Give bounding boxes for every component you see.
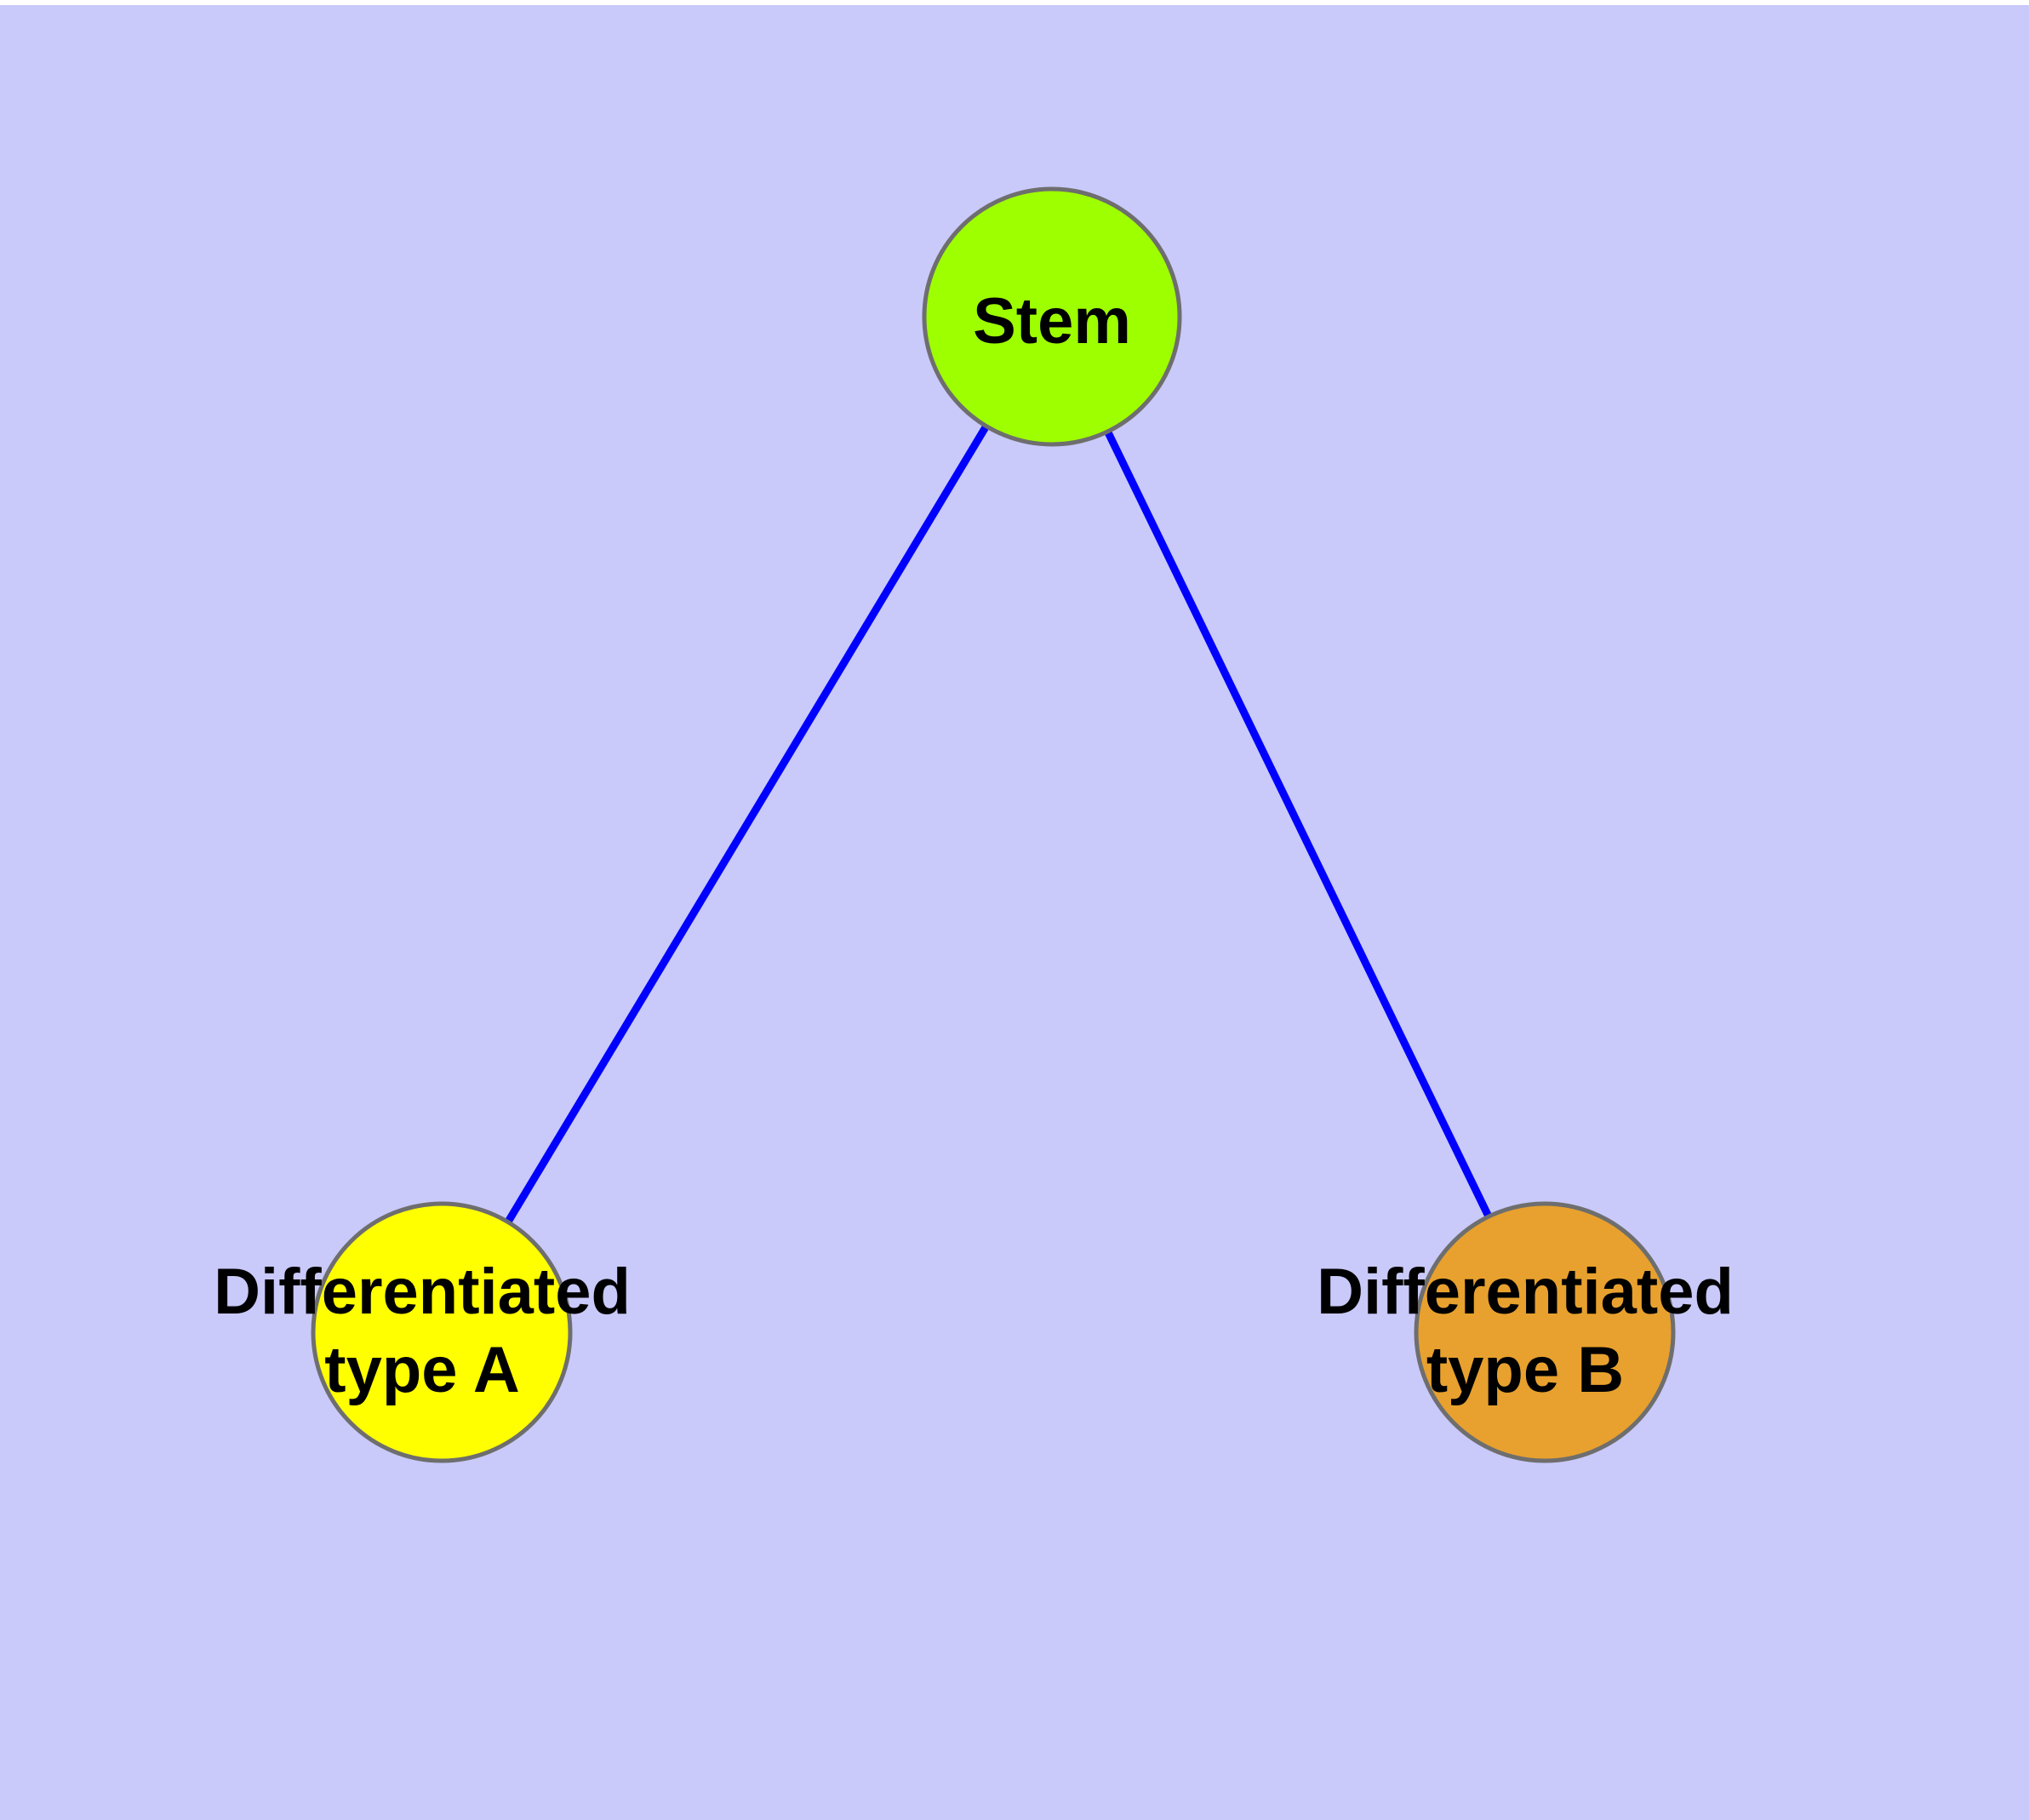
- edge-layer: [438, 314, 1549, 1335]
- graph-node-diff_a[interactable]: [311, 1201, 573, 1463]
- graph-edge[interactable]: [438, 314, 1055, 1335]
- node-label-line: type A: [324, 1334, 519, 1406]
- node-label-line: Stem: [973, 285, 1131, 358]
- node-label-line: Differentiated: [214, 1256, 631, 1328]
- graph-node-stem[interactable]: [922, 186, 1182, 447]
- graph-edge[interactable]: [1048, 315, 1549, 1334]
- node-layer: [311, 186, 1676, 1463]
- node-label-line: Differentiated: [1317, 1256, 1734, 1328]
- graph-node-diff_b[interactable]: [1414, 1201, 1676, 1463]
- graph-node-label-stem: Stem: [973, 285, 1131, 358]
- node-label-line: type B: [1426, 1334, 1624, 1406]
